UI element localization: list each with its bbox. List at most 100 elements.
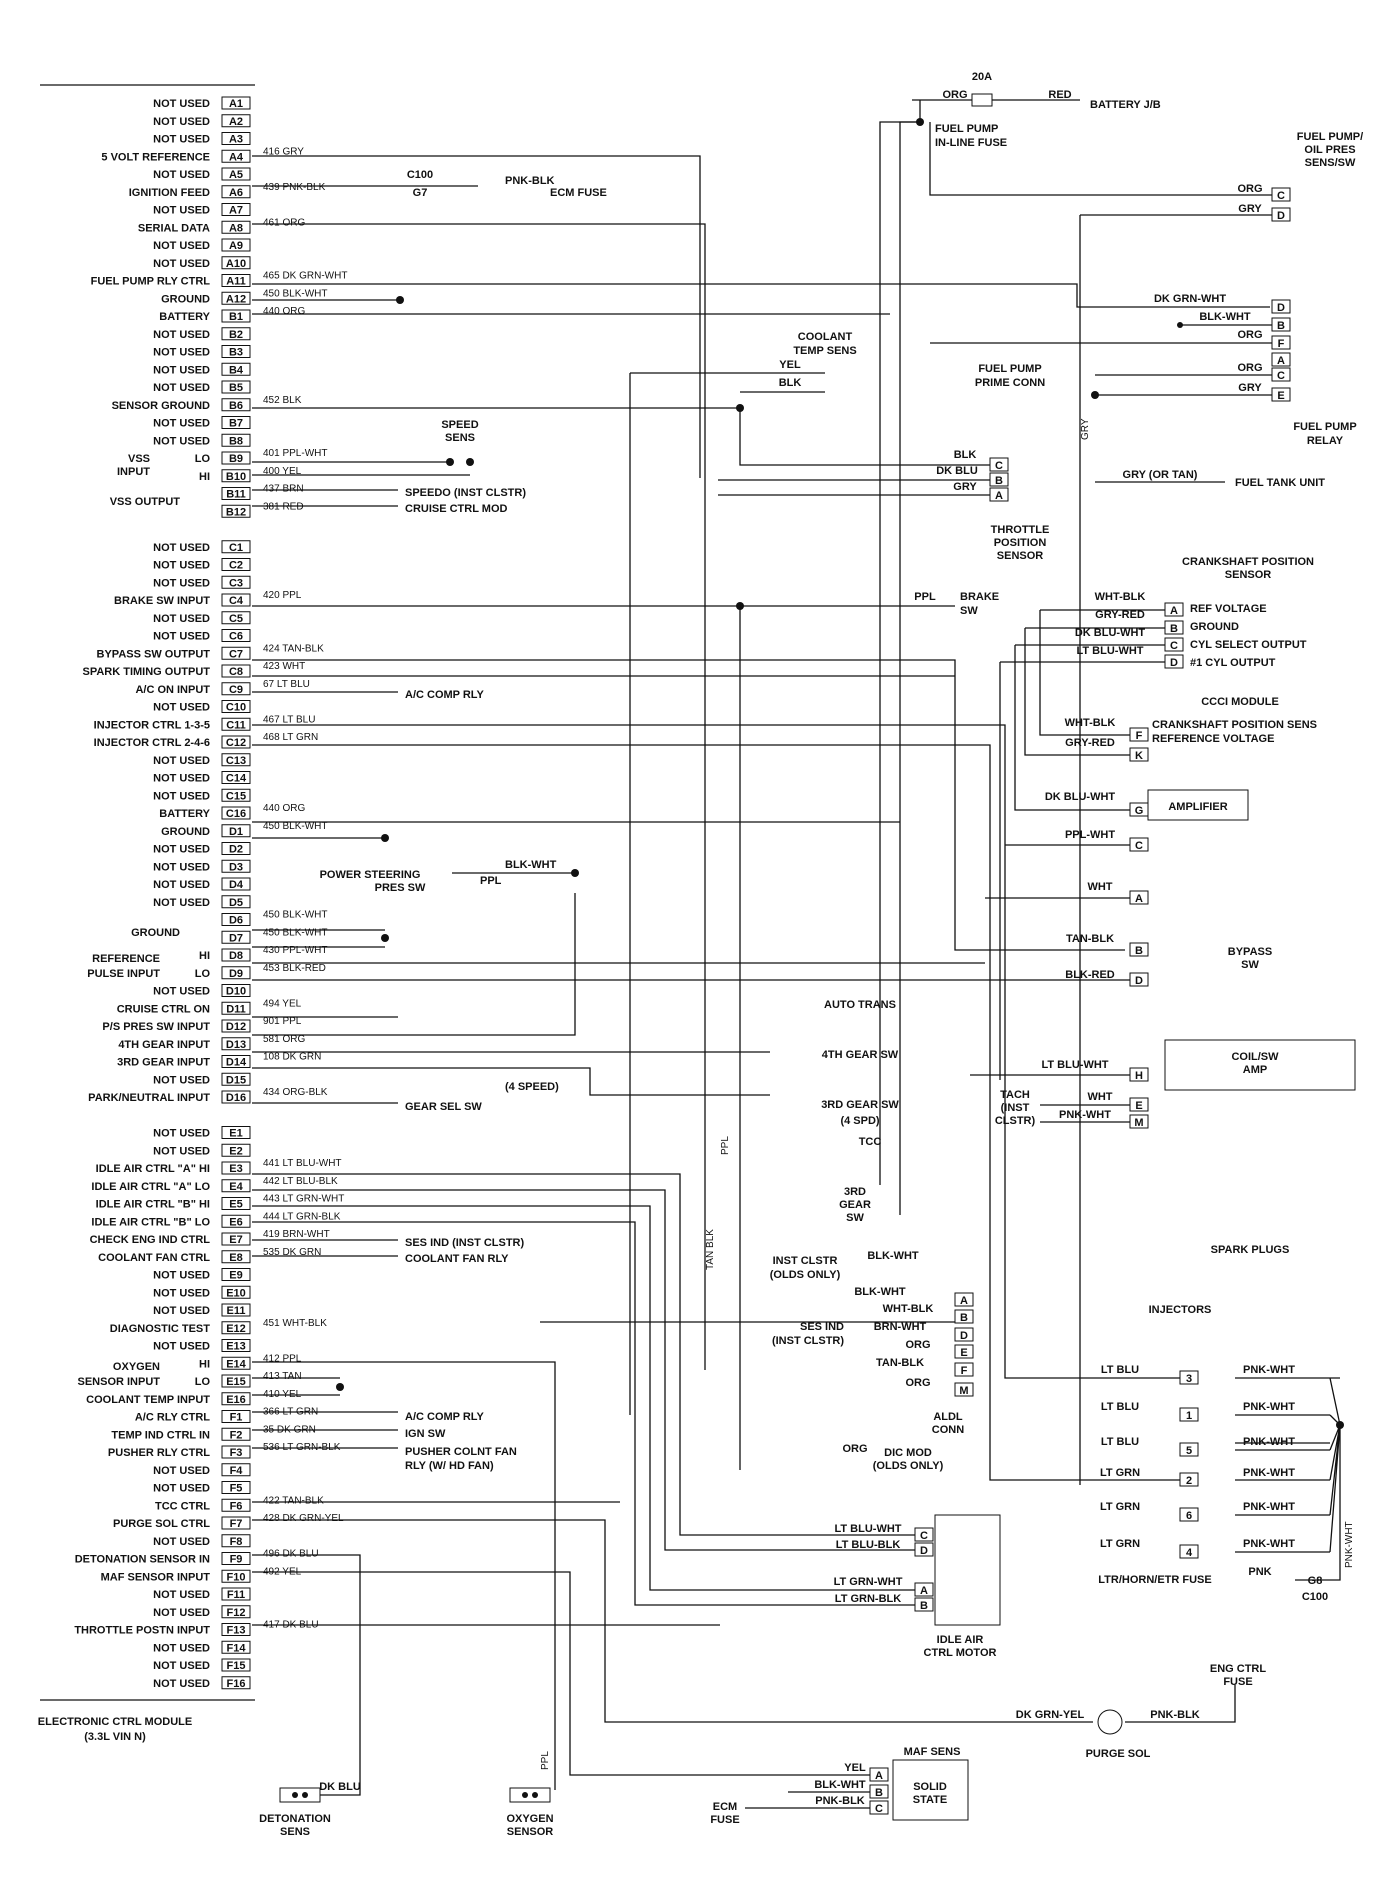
label-tcc: TCC xyxy=(859,1136,882,1148)
label-solid-2: STATE xyxy=(913,1794,947,1806)
connector-pin-d: D xyxy=(1277,210,1285,222)
label-ppl: PPL xyxy=(914,591,936,603)
tps-connector: CBA xyxy=(989,457,1009,502)
ecm-pin-label: NOT USED xyxy=(153,435,210,447)
ecm-pin-label: NOT USED xyxy=(153,861,210,873)
pin-id: C10 xyxy=(226,702,246,714)
wire-color-label: 440 ORG xyxy=(263,803,305,814)
pin-box xyxy=(221,238,251,252)
label-ckp-2: SENSOR xyxy=(1225,569,1272,581)
wire-color-label: 468 LT GRN xyxy=(263,732,318,743)
pin-id: C14 xyxy=(226,773,247,785)
ecm-pin-label: BATTERY xyxy=(159,311,210,323)
label-lt-blu-wht: LT BLU-WHT xyxy=(1077,645,1144,657)
pin-id: C5 xyxy=(229,613,243,625)
pin-box xyxy=(221,1001,251,1015)
label-fuel-pump-relay-2: RELAY xyxy=(1307,435,1344,447)
ecm-pin-label: 5 VOLT REFERENCE xyxy=(101,151,210,163)
label-tps-2: POSITION xyxy=(994,537,1047,549)
ecm-pin-label: NOT USED xyxy=(153,134,210,146)
label-gry: GRY xyxy=(1238,382,1262,394)
connector-pin-b: B xyxy=(1135,945,1143,957)
label-cyl-select: CYL SELECT OUTPUT xyxy=(1190,639,1307,651)
pin-box xyxy=(221,1090,251,1104)
wire-color-label: 440 ORG xyxy=(263,306,305,317)
pin-box xyxy=(221,1072,251,1086)
pin-id: D8 xyxy=(229,950,243,962)
label-eng-ctrl-2: FUSE xyxy=(1223,1676,1252,1688)
wire-color-label: 450 BLK-WHT xyxy=(263,927,327,938)
wire-color-label: 452 BLK xyxy=(263,395,302,406)
pin-box xyxy=(221,824,251,838)
pin-box xyxy=(221,1676,251,1690)
connector-pin-k: K xyxy=(1135,750,1143,762)
wire-color-label: 451 WHT-BLK xyxy=(263,1318,327,1329)
amplifier-box xyxy=(1147,789,1249,821)
ecm-pin-label: 4TH GEAR INPUT xyxy=(118,1039,210,1051)
pin-box xyxy=(221,1640,251,1654)
label-pnk-wht: PNK-WHT xyxy=(1243,1364,1295,1376)
pin-id: B4 xyxy=(229,364,244,376)
connector-pin-2: 2 xyxy=(1186,1475,1192,1487)
pin-box xyxy=(221,114,251,128)
label-eng-ctrl-1: ENG CTRL xyxy=(1210,1663,1267,1675)
pin-id: E14 xyxy=(226,1358,246,1370)
pin-id: B2 xyxy=(229,329,243,341)
connector-pin-a: A xyxy=(1277,355,1285,367)
label-blk-red: BLK-RED xyxy=(1065,969,1115,981)
pin-id: F7 xyxy=(230,1518,243,1530)
wire-color-label: 422 TAN-BLK xyxy=(263,1495,324,1506)
pin-box xyxy=(221,558,251,571)
connector-pin-a: A xyxy=(995,490,1003,502)
pin-id: C8 xyxy=(229,666,243,678)
connector-pin-e: E xyxy=(1277,390,1284,402)
wire-color-label: 450 BLK-WHT xyxy=(263,910,327,921)
pin-id: C3 xyxy=(229,577,243,589)
label-gry-vertical: GRY xyxy=(1080,418,1091,440)
label-gry-red: GRY-RED xyxy=(1095,609,1145,621)
label-ppl-vertical-2: PPL xyxy=(540,1751,551,1770)
label-c100: C100 xyxy=(407,169,433,181)
ecm-pin-label: DETONATION SENSOR IN xyxy=(75,1554,210,1566)
connector-pin-a: A xyxy=(960,1295,968,1307)
pin-box xyxy=(221,416,251,429)
pin-box xyxy=(221,700,251,713)
connector-pin-a: A xyxy=(1135,893,1143,905)
wire-color-label: 439 PNK-BLK xyxy=(263,182,326,193)
pin-id: D11 xyxy=(226,1003,246,1015)
ecm-pin-label: NOT USED xyxy=(153,1128,210,1140)
pin-id: D12 xyxy=(226,1021,246,1033)
label-gry-red: GRY-RED xyxy=(1065,737,1115,749)
ecm-pin-label: NOT USED xyxy=(153,631,210,643)
label-org: ORG xyxy=(942,89,967,101)
label-brn-wht: BRN-WHT xyxy=(874,1321,927,1333)
connector-boxes: CDDBFACECBAABCDFKGCABDHEMABDEFM315264CDA… xyxy=(446,187,1356,1821)
ecm-pin-label: NOT USED xyxy=(153,790,210,802)
ecm-pin-label: THROTTLE POSTN INPUT xyxy=(74,1625,210,1637)
pin-id: A6 xyxy=(229,187,243,199)
ecm-pin-label: NOT USED xyxy=(153,1589,210,1601)
wire-color-label: 423 WHT xyxy=(263,661,305,672)
label-iac-1: IDLE AIR xyxy=(937,1634,984,1646)
ecm-pin-label: NOT USED xyxy=(153,1483,210,1495)
label-org: ORG xyxy=(1237,362,1262,374)
pin-box xyxy=(221,1161,251,1175)
pin-box xyxy=(221,398,251,412)
ecm-pin-label: COOLANT FAN CTRL xyxy=(98,1252,210,1264)
wire-color-label: 443 LT GRN-WHT xyxy=(263,1194,344,1205)
ecm-pin-label: BRAKE SW INPUT xyxy=(114,595,210,607)
pin-box xyxy=(221,788,251,802)
